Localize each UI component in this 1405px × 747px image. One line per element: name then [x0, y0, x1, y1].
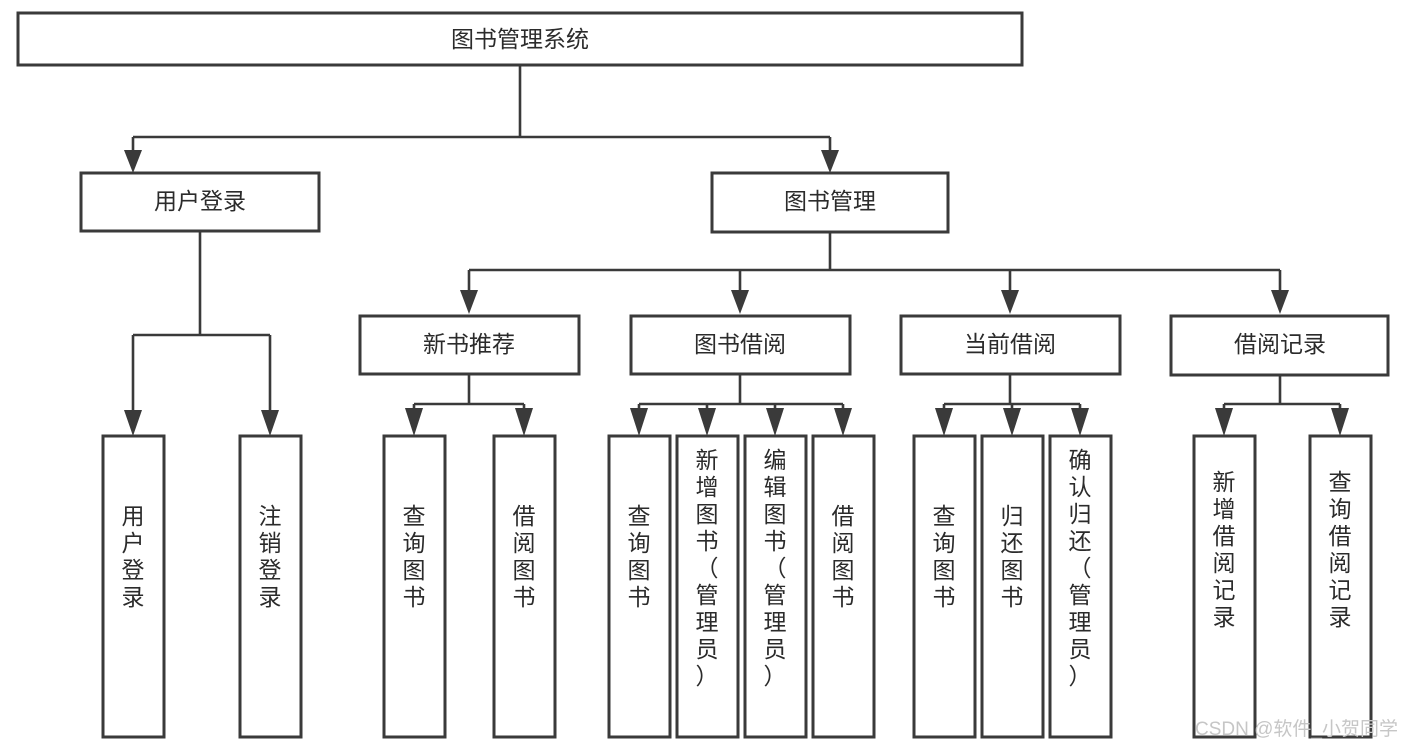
connector-layer [124, 65, 1349, 436]
node-new-book-rec-box[interactable] [358, 314, 581, 376]
node-leaf-rec-query-box[interactable] [382, 434, 447, 739]
arrowhead-new-book-rec [460, 290, 478, 314]
node-leaf-borrow-lend-label: 借阅图书 [832, 503, 855, 610]
node-leaf-rec-borrow-label: 借阅图书 [513, 503, 536, 610]
node-leaf-borrow-add-box[interactable] [675, 434, 740, 739]
node-root[interactable]: 图书管理系统 [16, 11, 1024, 67]
node-leaf-rec-add-label: 新增借阅记录 [1213, 469, 1236, 630]
node-leaf-borrow-lend-box[interactable] [811, 434, 876, 739]
arrowhead-leaf-cur-confirm [1071, 408, 1089, 436]
node-leaf-borrow-add[interactable]: 新增图书（管理员） [675, 434, 740, 739]
node-borrow-record-box[interactable] [1169, 314, 1390, 377]
node-current-borrow-label: 当前借阅 [964, 331, 1056, 357]
node-leaf-cur-confirm-box[interactable] [1048, 434, 1113, 739]
node-user-login-label: 用户登录 [154, 188, 246, 214]
node-leaf-borrow-add-label: 新增图书（管理员） [696, 447, 719, 689]
node-current-borrow[interactable]: 当前借阅 [899, 314, 1122, 376]
node-user-login-box[interactable] [79, 171, 321, 233]
node-leaf-rec-query-label: 查询图书 [403, 503, 426, 610]
node-root-label: 图书管理系统 [451, 26, 589, 52]
csdn-watermark: CSDN @软件_小贺同学 [1195, 718, 1398, 740]
node-book-borrow[interactable]: 图书借阅 [629, 314, 852, 376]
node-leaf-rec-query[interactable]: 查询图书 [382, 434, 447, 739]
node-leaf-user-login[interactable]: 用户登录 [101, 434, 166, 739]
node-borrow-record[interactable]: 借阅记录 [1169, 314, 1390, 377]
arrowhead-leaf-rec-add [1215, 408, 1233, 436]
arrowhead-current-borrow [1001, 290, 1019, 314]
node-root-box[interactable] [16, 11, 1024, 67]
arrowhead-leaf-borrow-query [630, 408, 648, 436]
node-leaf-borrow-query-label: 查询图书 [628, 503, 651, 610]
node-leaf-cur-confirm[interactable]: 确认归还（管理员） [1048, 434, 1113, 739]
node-book-manage[interactable]: 图书管理 [710, 171, 950, 234]
node-book-borrow-box[interactable] [629, 314, 852, 376]
node-new-book-rec[interactable]: 新书推荐 [358, 314, 581, 376]
node-leaf-user-login-box[interactable] [101, 434, 166, 739]
node-leaf-logout-label: 注销登录 [259, 503, 282, 610]
arrowhead-leaf-rec-query [405, 408, 423, 436]
node-leaf-cur-query-box[interactable] [912, 434, 977, 739]
node-leaf-rec-add[interactable]: 新增借阅记录 [1192, 434, 1257, 739]
node-leaf-cur-return-label: 归还图书 [1001, 503, 1024, 610]
node-leaf-cur-return[interactable]: 归还图书 [980, 434, 1045, 739]
node-leaf-rec-search-box[interactable] [1308, 434, 1373, 739]
node-leaf-borrow-query-box[interactable] [607, 434, 672, 739]
node-leaf-user-login-label: 用户登录 [122, 503, 145, 610]
arrowhead-leaf-cur-query [935, 408, 953, 436]
node-leaf-cur-query-label: 查询图书 [933, 503, 956, 610]
arrowhead-user-login [124, 150, 142, 173]
node-leaf-rec-borrow-box[interactable] [492, 434, 557, 739]
arrowhead-leaf-rec-borrow [515, 408, 533, 436]
node-leaf-borrow-query[interactable]: 查询图书 [607, 434, 672, 739]
arrowhead-leaf-borrow-lend [834, 408, 852, 436]
arrowhead-leaf-cur-return [1003, 408, 1021, 436]
node-leaf-rec-add-box[interactable] [1192, 434, 1257, 739]
arrowhead-leaf-user-login [124, 410, 142, 436]
node-leaf-logout[interactable]: 注销登录 [238, 434, 303, 739]
node-book-manage-label: 图书管理 [784, 188, 876, 214]
node-book-manage-box[interactable] [710, 171, 950, 234]
node-leaf-rec-search[interactable]: 查询借阅记录 [1308, 434, 1373, 739]
arrowhead-leaf-rec-search [1331, 408, 1349, 436]
node-leaf-borrow-edit[interactable]: 编辑图书（管理员） [743, 434, 808, 739]
node-user-login[interactable]: 用户登录 [79, 171, 321, 233]
arrowhead-book-manage [821, 150, 839, 173]
node-book-borrow-label: 图书借阅 [694, 331, 786, 357]
arrowhead-borrow-record [1271, 290, 1289, 314]
node-leaf-borrow-lend[interactable]: 借阅图书 [811, 434, 876, 739]
arrowhead-leaf-borrow-add [698, 408, 716, 436]
node-leaf-borrow-edit-label: 编辑图书（管理员） [764, 447, 787, 689]
node-new-book-rec-label: 新书推荐 [423, 331, 515, 357]
node-leaf-borrow-edit-box[interactable] [743, 434, 808, 739]
node-leaf-cur-query[interactable]: 查询图书 [912, 434, 977, 739]
node-current-borrow-box[interactable] [899, 314, 1122, 376]
node-leaf-cur-return-box[interactable] [980, 434, 1045, 739]
node-leaf-rec-search-label: 查询借阅记录 [1329, 469, 1352, 630]
node-leaf-cur-confirm-label: 确认归还（管理员） [1069, 447, 1092, 689]
node-leaf-logout-box[interactable] [238, 434, 303, 739]
node-leaf-rec-borrow[interactable]: 借阅图书 [492, 434, 557, 739]
arrowhead-leaf-logout [261, 410, 279, 436]
arrowhead-leaf-borrow-edit [766, 408, 784, 436]
node-borrow-record-label: 借阅记录 [1234, 331, 1326, 357]
arrowhead-book-borrow [731, 290, 749, 314]
